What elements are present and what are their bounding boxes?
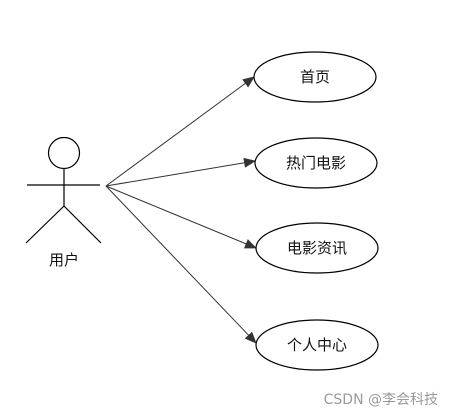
use-case-ellipse — [253, 51, 377, 103]
use-case-personal-center: 个人中心 — [255, 319, 379, 371]
use-case-label: 个人中心 — [287, 336, 347, 354]
actor-label: 用户 — [49, 251, 79, 269]
use-case-ellipse — [255, 222, 379, 274]
use-case-ellipse — [255, 319, 379, 371]
association-edge-popular-movies — [105, 157, 256, 187]
actor-left-leg — [25, 205, 65, 244]
use-case-label: 电影资讯 — [287, 239, 347, 257]
use-case-home: 首页 — [253, 51, 377, 103]
actor-user: 用户 — [25, 136, 102, 269]
watermark: CSDN @李会科技 — [324, 392, 438, 408]
use-case-popular-movies: 热门电影 — [254, 137, 378, 189]
use-case-movie-news: 电影资讯 — [255, 222, 379, 274]
association-edge-home — [105, 76, 255, 187]
actor-head — [47, 136, 81, 170]
association-edge-movie-news — [105, 185, 257, 249]
use-case-label: 首页 — [300, 68, 330, 86]
association-edge-personal-center — [105, 185, 257, 344]
use-case-label: 热门电影 — [286, 154, 346, 172]
actor-right-leg — [63, 205, 102, 244]
use-case-ellipse — [254, 137, 378, 189]
associations — [105, 76, 257, 344]
